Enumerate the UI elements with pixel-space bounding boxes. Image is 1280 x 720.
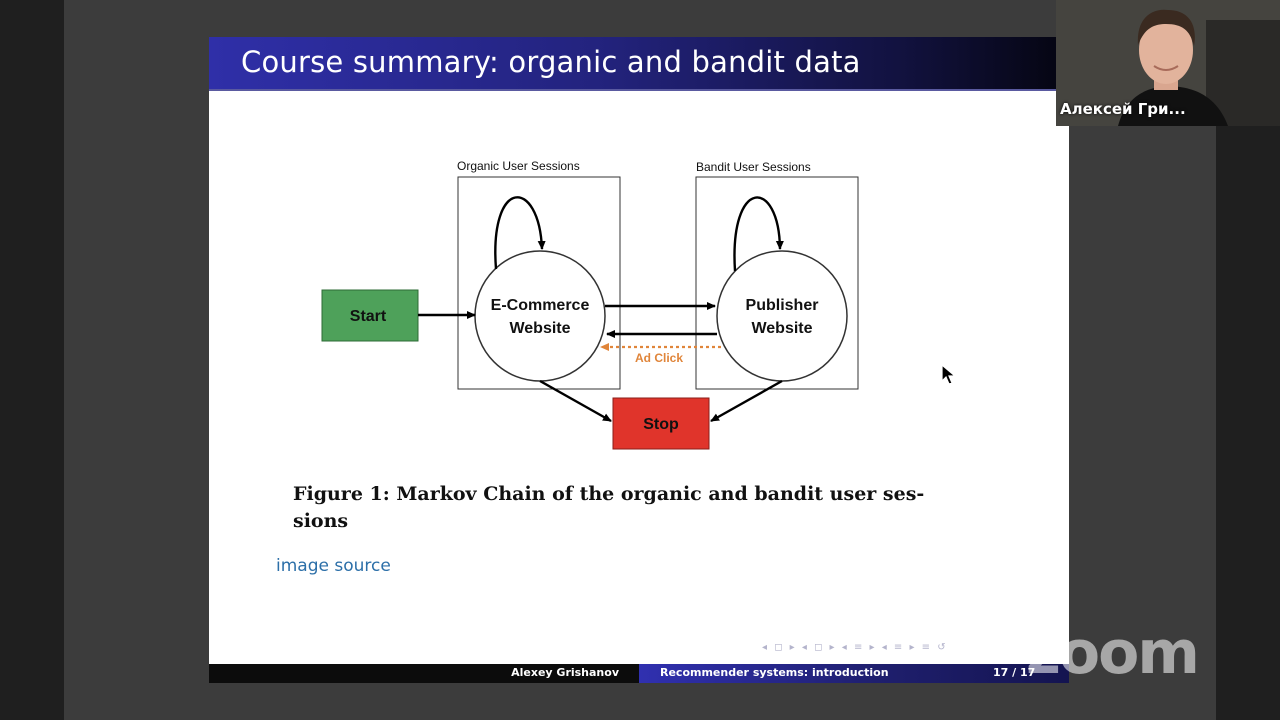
stage-left-margin bbox=[0, 0, 64, 720]
beamer-navigation-icons[interactable]: ◂ ◻ ▸ ◂ ◻ ▸ ◂ ≡ ▸ ◂ ≡ ▸ ≡ ↺ bbox=[762, 642, 948, 653]
ad-click-label: Ad Click bbox=[635, 351, 683, 365]
slide-title-bar: Course summary: organic and bandit data bbox=[209, 37, 1069, 91]
ecommerce-self-loop-arrow bbox=[494, 196, 546, 270]
footer-author-panel: Alexey Grishanov bbox=[209, 664, 639, 683]
slide-footer: Alexey Grishanov Recommender systems: in… bbox=[209, 664, 1069, 683]
participant-video-image bbox=[1056, 0, 1280, 126]
participant-video-tile[interactable]: Алексей Гри... bbox=[1056, 0, 1280, 126]
figure-caption-line1: Figure 1: Markov Chain of the organic an… bbox=[293, 483, 925, 505]
footer-author: Alexey Grishanov bbox=[511, 666, 619, 679]
markov-chain-diagram: Organic User Sessions Bandit User Sessio… bbox=[321, 159, 859, 450]
start-node bbox=[321, 289, 419, 342]
slide-title: Course summary: organic and bandit data bbox=[241, 45, 861, 79]
organic-sessions-label: Organic User Sessions bbox=[457, 159, 580, 173]
figure-caption-line2: sions bbox=[293, 510, 349, 532]
start-node-label: Start bbox=[350, 308, 387, 325]
stop-node bbox=[612, 397, 710, 450]
ecommerce-node-label-line1: E-Commerce bbox=[491, 297, 590, 314]
footer-page-number: 17 / 17 bbox=[993, 666, 1036, 679]
bandit-sessions-label: Bandit User Sessions bbox=[696, 160, 811, 174]
presentation-slide: Course summary: organic and bandit data … bbox=[209, 37, 1069, 683]
organic-sessions-box bbox=[457, 176, 621, 390]
ecommerce-node-label-line2: Website bbox=[509, 320, 570, 337]
bandit-sessions-box bbox=[695, 176, 859, 390]
publisher-node bbox=[716, 250, 848, 382]
stop-node-label: Stop bbox=[643, 416, 679, 433]
footer-course-panel: Recommender systems: introduction 17 / 1… bbox=[639, 664, 1069, 683]
ecommerce-to-stop-arrow bbox=[539, 379, 612, 423]
publisher-node-label-line1: Publisher bbox=[746, 297, 819, 314]
image-source-link[interactable]: image source bbox=[276, 556, 391, 576]
figure-caption: Figure 1: Markov Chain of the organic an… bbox=[293, 481, 933, 535]
publisher-to-stop-arrow bbox=[710, 379, 783, 423]
zoom-watermark: zoom bbox=[1026, 618, 1200, 688]
ecommerce-node bbox=[474, 250, 606, 382]
footer-course-title: Recommender systems: introduction bbox=[660, 666, 889, 679]
publisher-node-label-line2: Website bbox=[751, 320, 812, 337]
publisher-self-loop-arrow bbox=[733, 196, 784, 272]
participant-name: Алексей Гри... bbox=[1060, 100, 1186, 118]
mouse-cursor-icon bbox=[941, 364, 957, 385]
